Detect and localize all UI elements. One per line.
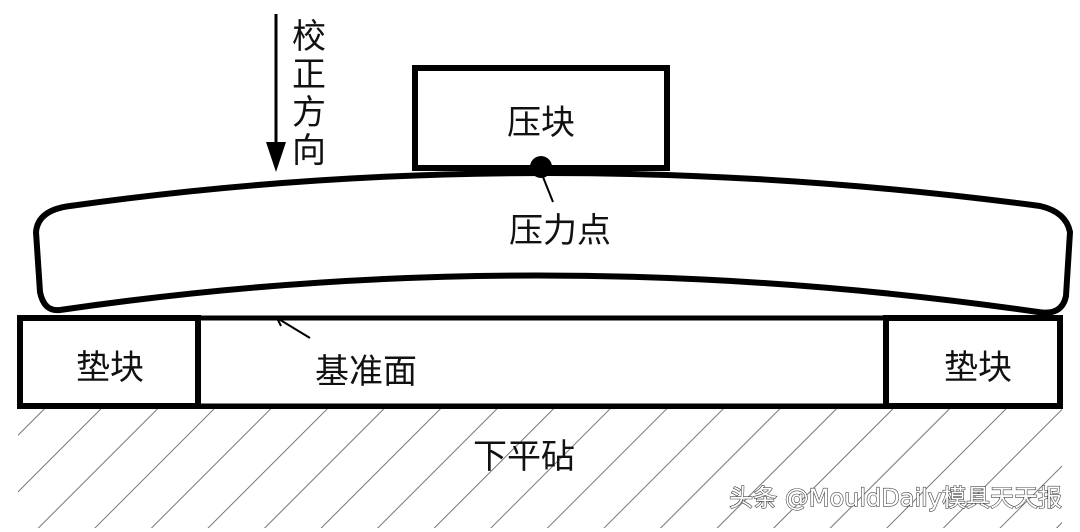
direction-label-4: 向 (292, 131, 326, 171)
direction-label-1: 校 (292, 17, 326, 57)
press-block (412, 65, 670, 171)
pad-block-left (17, 315, 201, 409)
reference-surface-leader (275, 317, 311, 339)
direction-label-2: 正 (292, 55, 326, 95)
direction-label-3: 方 (292, 93, 326, 133)
anvil-label: 下平砧 (473, 437, 575, 477)
watermark: 头条 @MouldDaily模具天天报 (729, 484, 1062, 512)
pressure-point-label: 压力点 (509, 211, 611, 251)
pad-block-right (883, 315, 1063, 409)
press-block-label: 压块 (507, 103, 575, 143)
pad-block-right-label: 垫块 (944, 348, 1012, 388)
reference-surface-block (195, 315, 889, 409)
workpiece-bar (33, 170, 1073, 316)
pressure-point-marker (530, 156, 552, 178)
pad-block-left-label: 垫块 (76, 348, 144, 388)
correction-direction-arrow (266, 14, 286, 172)
reference-surface-label: 基准面 (315, 352, 417, 392)
pressure-point-leader (540, 171, 554, 203)
